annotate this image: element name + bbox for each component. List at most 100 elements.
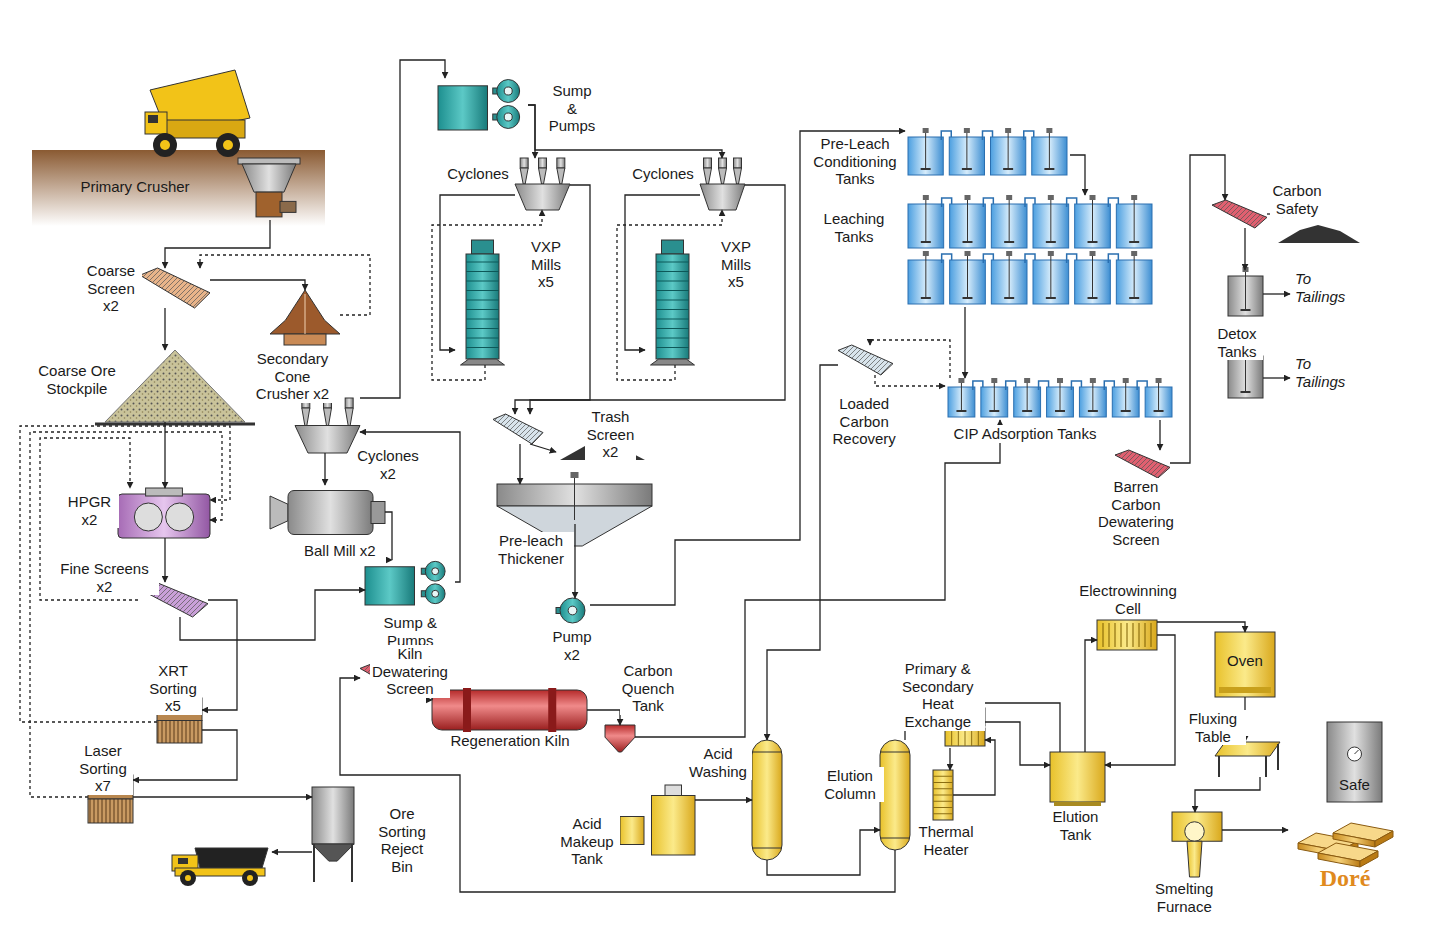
vxp-base [651, 359, 695, 365]
equipment-label: Ball Mill x2 [302, 542, 378, 560]
destination-note: To Tailings [1295, 355, 1357, 390]
table-leg [1277, 744, 1279, 770]
flow-connector [953, 740, 995, 795]
impeller [1003, 168, 1013, 170]
acid-drum [620, 817, 644, 845]
flow-connector [875, 375, 945, 386]
impeller [1241, 391, 1251, 393]
impeller [1154, 410, 1164, 412]
equipment-label: Acid Washing [684, 745, 752, 780]
screen-mesh [838, 345, 893, 375]
flow-connector [574, 524, 575, 598]
impeller [1129, 241, 1139, 243]
table-leg [1265, 756, 1267, 777]
equipment-label: Loaded Carbon Recovery [831, 395, 898, 448]
impeller [1044, 168, 1054, 170]
cyclone-launder [295, 426, 360, 454]
bin-leg [313, 844, 315, 882]
cyclone-launder [700, 184, 745, 210]
agitator-motor [923, 195, 929, 200]
equipment-label: Elution Tank [1046, 808, 1105, 843]
equipment-node: Leaching Tanks [905, 195, 1155, 307]
agitator-motor [923, 128, 929, 133]
agitator-shaft [925, 198, 926, 242]
heater-coil [933, 795, 953, 796]
vxp-disc [656, 328, 689, 329]
vxp-motor [472, 240, 494, 254]
flow-connector [200, 255, 370, 315]
equipment-node: Coarse Screen x2 [140, 268, 210, 308]
quench-tank [605, 725, 635, 752]
flow-connector [625, 195, 700, 350]
equipment-node: Elution Tank [1050, 752, 1105, 802]
truck-wheel [180, 870, 196, 886]
equipment-label: Cyclones [630, 165, 696, 183]
equipment-node: Ball Mill x2 [270, 485, 385, 540]
equipment-node: Doré [1288, 815, 1398, 865]
mill-shell [288, 491, 373, 535]
crusher-rim [238, 158, 300, 164]
screen-mesh [493, 414, 543, 444]
agitator-shaft [925, 131, 926, 169]
equipment-node: Loaded Carbon Recovery [838, 345, 893, 375]
equipment-node: Safe [1327, 722, 1382, 802]
flow-connector [210, 280, 305, 290]
equipment-label: Elution Column [816, 767, 884, 802]
equipment-label: Thermal Heater [917, 823, 976, 858]
kiln-tyre [548, 688, 556, 732]
screen-deck [1212, 200, 1267, 228]
cathode [1121, 623, 1122, 647]
safe-body [1327, 722, 1382, 802]
dore-bar-end [1375, 831, 1393, 847]
equipment-node: Electrowinning Cell [1097, 620, 1157, 650]
agitator-shaft [1009, 198, 1010, 242]
furnace-hood [1172, 812, 1222, 841]
equipment-node: Pre-leach Thickener [497, 484, 652, 524]
flow-connector [165, 220, 270, 268]
pump-casing [497, 80, 520, 103]
equipment-label: Ore Sorting Reject Bin [376, 805, 428, 876]
agitator-shaft [1125, 381, 1126, 411]
equipment-label: CIP Adsorption Tanks [952, 425, 1099, 443]
equipment-node: Elution Column [880, 740, 910, 850]
cyclone-cone [345, 408, 353, 426]
crusher-motor [280, 201, 296, 212]
vxp-disc [656, 300, 689, 301]
equipment-node: Pre-Leach Conditioning Tanks [905, 128, 1070, 178]
impeller [1004, 297, 1014, 299]
column-seam [752, 848, 782, 849]
heater-body [933, 770, 953, 820]
truck-hub [223, 140, 233, 150]
equipment-node: Barren Carbon Dewatering Screen [1115, 450, 1170, 478]
equipment-node: Coarse Ore Stockpile [105, 350, 245, 422]
vxp-disc [656, 262, 689, 263]
agitator-motor [1006, 251, 1012, 256]
screen-mesh [1115, 450, 1170, 478]
impeller [963, 241, 973, 243]
agitator-motor [1005, 128, 1011, 133]
flow-connector [1085, 640, 1097, 752]
pump-hub [432, 590, 439, 597]
carbon-heap [1278, 225, 1360, 243]
impeller [1129, 297, 1139, 299]
flow-connector [695, 799, 752, 800]
equipment-label: Primary & Secondary Heat Exchange [891, 660, 986, 731]
equipment-node: Sump & Pumps [438, 78, 528, 130]
acid-mixer [665, 785, 682, 796]
equipment-node: Smelting Furnace [1172, 812, 1222, 877]
agitator-shaft [967, 254, 968, 298]
cathode [1133, 623, 1134, 647]
hpgr-feed [146, 488, 183, 496]
hpgr-roll [134, 503, 162, 531]
agitator-shaft [1092, 381, 1093, 411]
equipment-label: Detox Tanks [1211, 325, 1263, 360]
flow-connector [1070, 155, 1085, 195]
tank-base [1054, 802, 1101, 806]
cyclone-cone [719, 168, 727, 184]
impeller [921, 297, 931, 299]
equipment-label: Secondary Cone Crusher x2 [245, 350, 340, 403]
flow-connector [590, 131, 905, 605]
acid-tank [652, 796, 696, 856]
flow-arrow [530, 444, 556, 452]
